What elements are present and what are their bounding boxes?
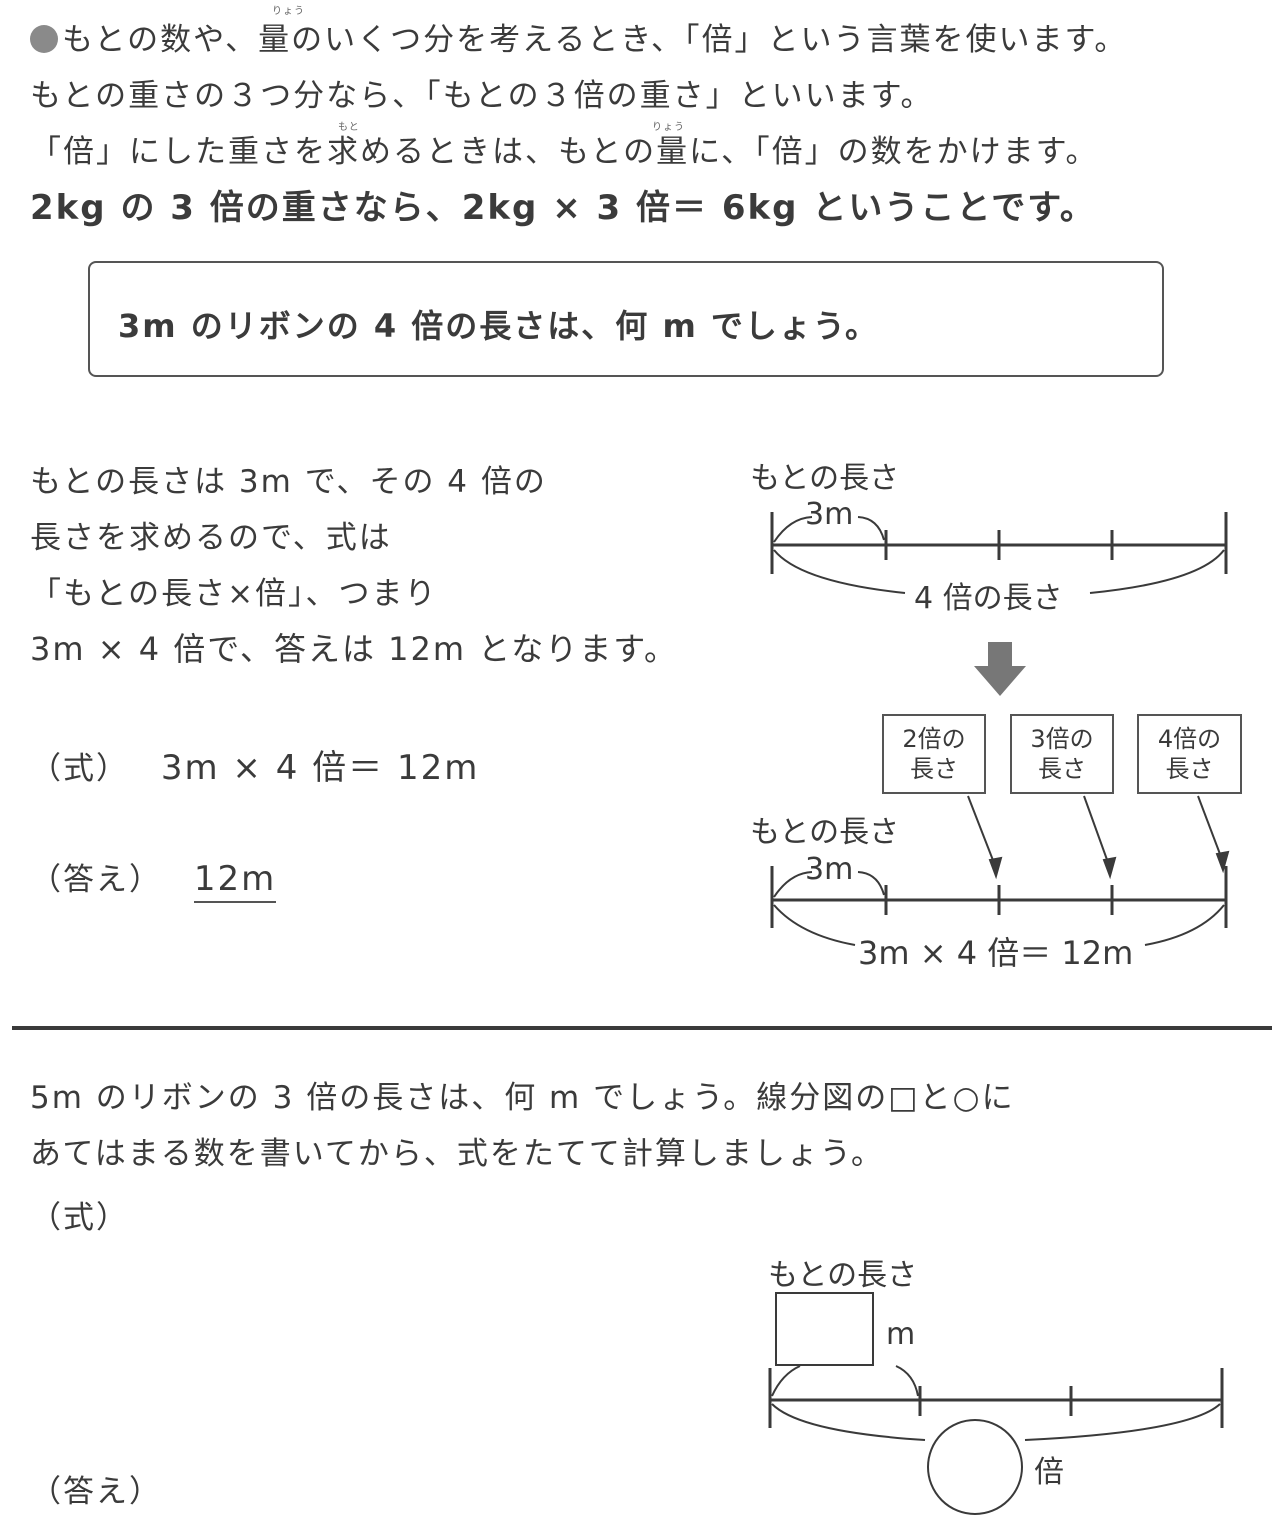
exercise-line-2: あてはまる数を書いてから、式をたてて計算しましょう。 [30,1136,884,1172]
answer-label: （答え） [30,862,162,898]
exercise-formula-label: （式） [30,1200,129,1236]
explanation-line-3: 「もとの長さ×倍」、つまり [30,576,438,612]
diagram-2-pointers [967,795,1230,880]
diagram-1-total-brace-right [1089,549,1225,594]
diagram-1-total-label: 4 倍の長さ [914,581,1063,616]
diagram-3-base-brace-right [895,1365,919,1397]
pointer-4x [1197,795,1224,863]
formula-row: （式） 3m × 4 倍＝ 12m [30,740,479,789]
pointer-3x-arrowhead-icon [1102,856,1117,880]
diagram-3-times-label: 倍 [1034,1455,1064,1490]
explanation-line-1: もとの長さは 3m で、その 4 倍の [30,464,547,500]
diagram-2-total-brace-right [1144,904,1225,946]
label-box-3x: 3倍の 長さ [1010,714,1114,794]
diagram-1-total-brace-left [773,549,906,594]
section-divider [12,1026,1272,1030]
diagram-1-base-brace-left [773,516,813,543]
diagram-3-title: もとの長さ [768,1258,917,1293]
diagram-1-title: もとの長さ [750,461,899,496]
answer-square-box[interactable] [775,1292,874,1366]
diagram-3-unit: m [886,1317,915,1352]
furigana-moto: もと [338,122,360,133]
diagram-2-total-brace-left [773,904,856,946]
pointer-2x [967,795,997,869]
pointer-3x [1083,795,1111,869]
bullet-dot-icon [30,25,58,53]
furigana-ryou-2: りょう [652,122,685,133]
diagram-1-base-brace-right [857,516,885,541]
problem-text: 3m のリボンの 4 倍の長さは、何 m でしょう。 [118,307,880,345]
diagram-2-base-brace-right [857,871,885,896]
intro-line-3: 「倍」にした重さを求めるときは、もとの量に、「倍」の数をかけます。 [30,134,1099,170]
diagram-1-base-label: 3m [805,497,853,532]
label-box-3x-line1: 3倍の [1030,725,1094,753]
label-box-4x-line2: 長さ [1165,755,1214,783]
diagram-2 [770,866,1228,946]
intro-line-1: もとの数や、量のいくつ分を考えるとき、「倍」という言葉を使います。 [30,14,1127,59]
diagram-2-base-label: 3m [805,852,853,887]
intro-line-2: もとの重さの３つ分なら、「もとの３倍の重さ」といいます。 [30,78,934,114]
diagram-3 [768,1292,1224,1515]
diagram-2-title: もとの長さ [750,815,899,850]
exercise-line-1: 5m のリボンの 3 倍の長さは、何 m でしょう。線分図の□と○に [30,1080,1015,1116]
label-box-2x-line2: 長さ [910,755,958,783]
label-box-4x-line1: 4倍の [1157,725,1222,753]
explanation-line-2: 長さを求めるので、式は [30,520,392,556]
answer-circle-box[interactable] [927,1419,1023,1515]
label-box-3x-line2: 長さ [1038,755,1086,783]
exercise-answer-label: （答え） [30,1474,162,1510]
pointer-4x-arrowhead-icon [1215,850,1230,874]
pointer-2x-arrowhead-icon [988,856,1003,880]
answer-row: （答え） 12m [30,854,277,903]
label-box-2x: 2倍の 長さ [882,714,986,794]
diagram-3-total-brace-right [1024,1403,1221,1441]
intro-line-4: 2kg の 3 倍の重さなら、2kg × 3 倍＝ 6kg ということです。 [30,188,1096,228]
intro-line-1-text: もとの数や、量のいくつ分を考えるとき、「倍」という言葉を使います。 [62,22,1128,58]
label-box-4x: 4倍の 長さ [1137,714,1242,794]
label-box-2x-line1: 2倍の [902,725,966,753]
furigana-ryou: りょう [272,6,305,17]
explanation-line-4: 3m × 4 倍で、答えは 12m となります。 [30,630,679,668]
diagram-2-base-brace-left [773,871,813,898]
diagram-2-total-label: 3m × 4 倍＝ 12m [858,934,1133,972]
down-arrow-icon [974,642,1026,696]
diagram-1 [770,512,1228,594]
problem-box: 3m のリボンの 4 倍の長さは、何 m でしょう。 [88,261,1164,377]
answer-value: 12m [193,859,277,903]
formula-value: 3m × 4 倍＝ 12m [160,748,480,788]
diagram-3-base-brace-left [771,1365,801,1397]
formula-label: （式） [30,751,129,787]
diagram-3-total-brace-left [771,1403,926,1441]
